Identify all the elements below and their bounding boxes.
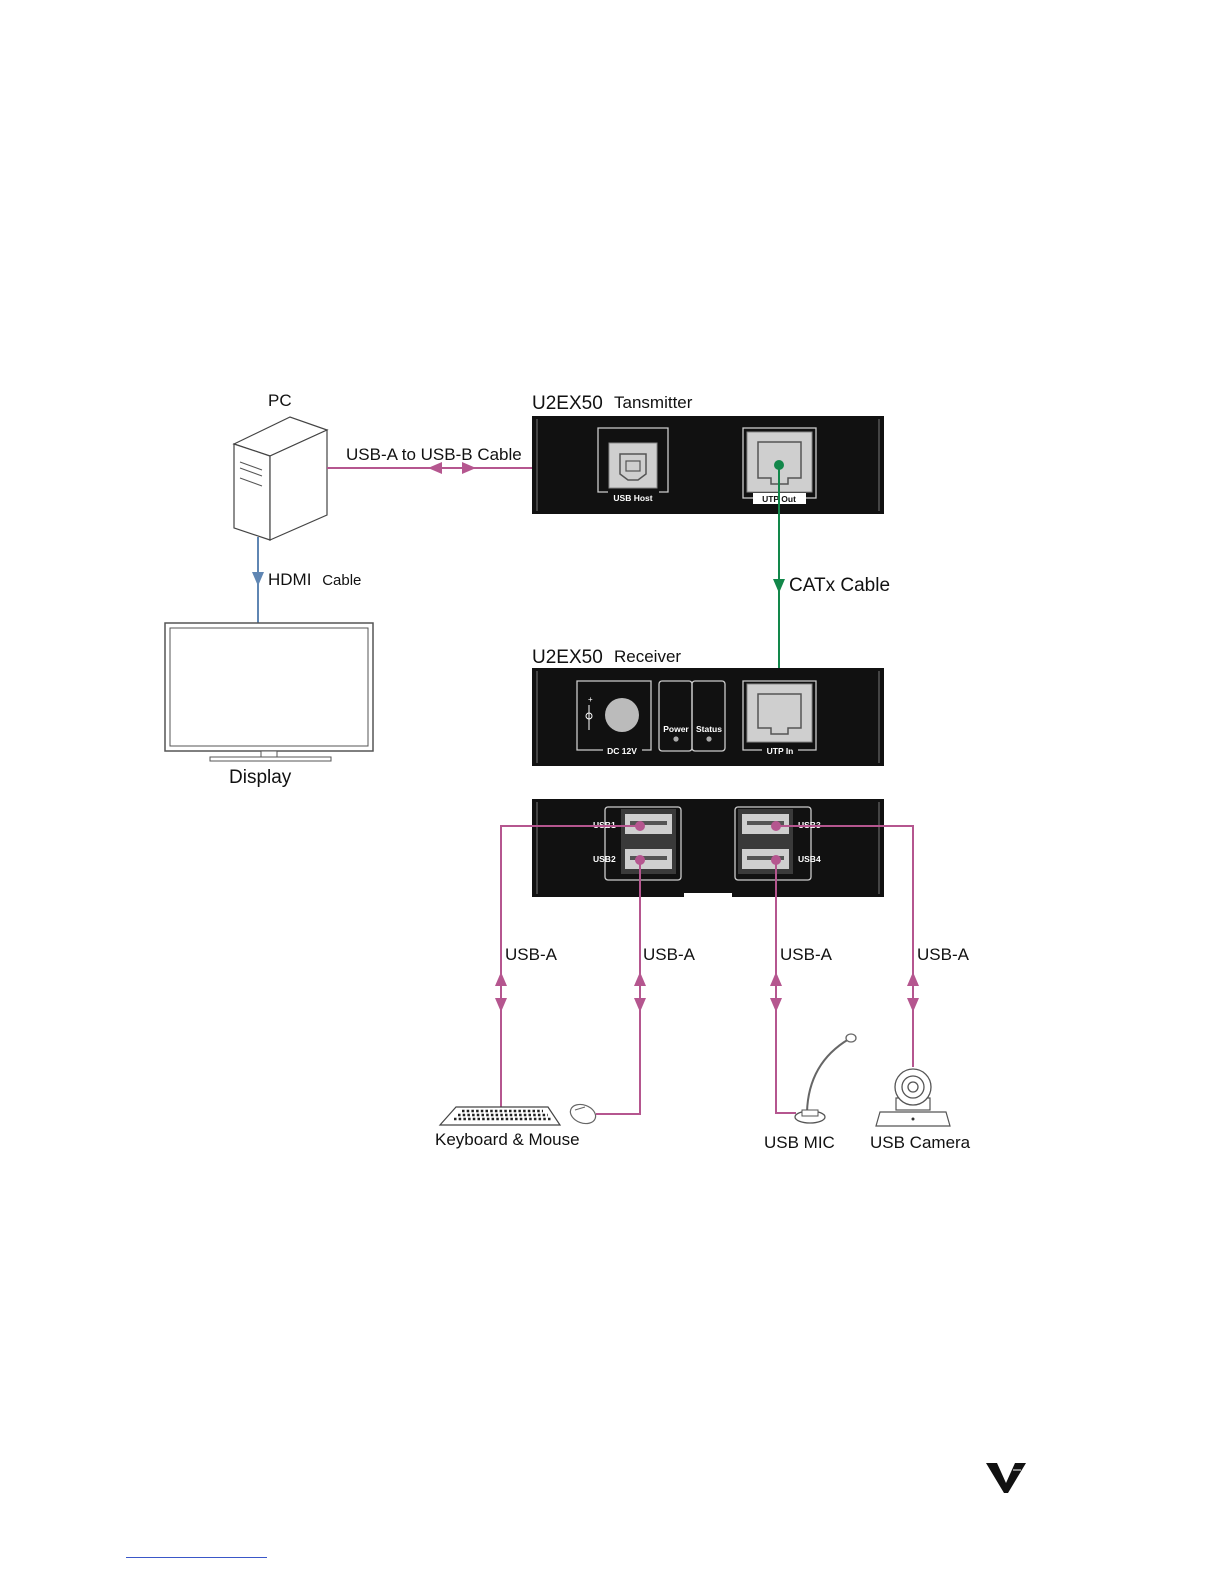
rj45-in-port-icon <box>747 684 812 742</box>
svg-text:+: + <box>588 695 593 704</box>
usb-host-port-label: USB Host <box>613 493 652 503</box>
hdmi-cable-suffix: Cable <box>322 572 361 589</box>
hdmi-text: HDMI <box>268 570 311 589</box>
usb-b-port-icon <box>609 443 657 488</box>
dc-port-label: DC 12V <box>607 746 637 756</box>
camera-icon <box>876 1069 950 1126</box>
receiver-role: Receiver <box>614 647 681 666</box>
pc-tower-icon <box>234 417 327 540</box>
usb4-label: USB4 <box>798 854 821 864</box>
footer-link-underline[interactable] <box>126 1557 267 1558</box>
receiver-model: U2EX50 <box>532 647 603 668</box>
utp-in-port-label: UTP In <box>767 746 794 756</box>
catx-cable-label: CATx Cable <box>789 575 890 596</box>
v-logo-icon <box>986 1463 1026 1493</box>
keyboard-mouse-label: Keyboard & Mouse <box>435 1130 580 1149</box>
transmitter-device <box>532 416 884 514</box>
receiver-usb-panel <box>532 799 884 897</box>
usb-a-label-3: USB-A <box>780 945 833 964</box>
usb-a-label-4: USB-A <box>917 945 970 964</box>
transmitter-role: Tansmitter <box>614 393 693 412</box>
hdmi-cable <box>252 537 264 623</box>
usb-camera-label: USB Camera <box>870 1133 971 1152</box>
usb-ab-cable-label: USB-A to USB-B Cable <box>346 445 522 464</box>
mouse-icon <box>568 1101 599 1127</box>
power-led-label: Power <box>663 724 689 734</box>
hdmi-label: HDMI Cable <box>268 570 361 589</box>
usb2-label: USB2 <box>593 854 616 864</box>
transmitter-model: U2EX50 <box>532 393 603 414</box>
usb-a-label-1: USB-A <box>505 945 558 964</box>
status-led-label: Status <box>696 724 722 734</box>
status-led-indicator <box>706 736 711 741</box>
receiver-device: + <box>532 668 884 766</box>
usb-mic-label: USB MIC <box>764 1133 835 1152</box>
usb-a-label-2: USB-A <box>643 945 696 964</box>
microphone-icon <box>795 1034 856 1123</box>
display-monitor-icon <box>165 623 373 761</box>
display-label: Display <box>229 767 292 788</box>
power-led-indicator <box>673 736 678 741</box>
usb-a-arrows <box>495 972 919 1012</box>
pc-label: PC <box>268 391 292 410</box>
keyboard-icon <box>440 1107 560 1125</box>
